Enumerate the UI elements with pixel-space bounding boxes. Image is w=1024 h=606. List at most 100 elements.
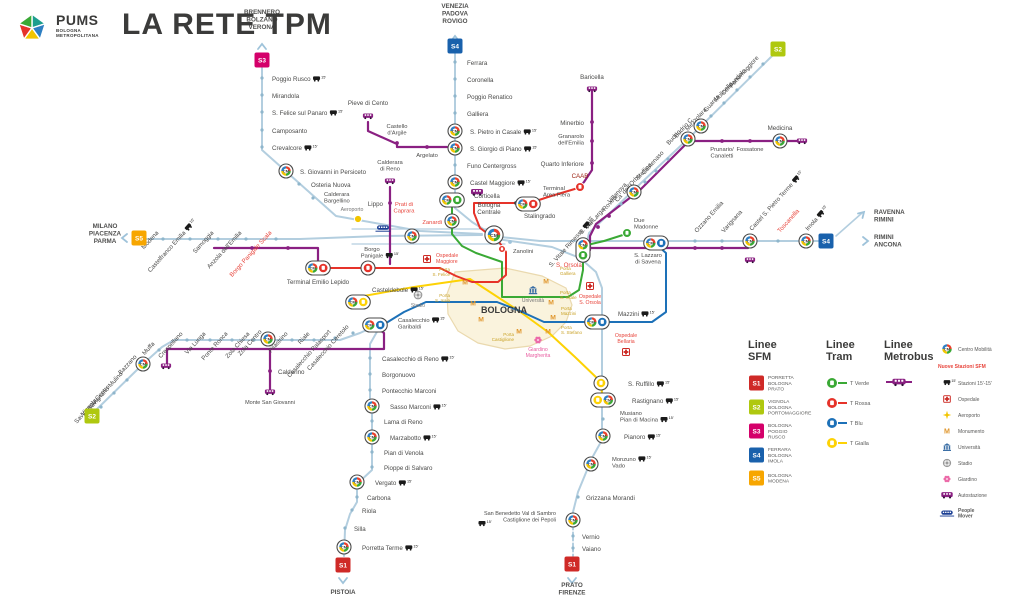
station-label: Madonne	[634, 225, 658, 231]
bus-window	[369, 114, 372, 116]
legend-badge-text: S5	[753, 475, 761, 482]
station-tick	[188, 237, 192, 241]
station-tick	[244, 237, 248, 241]
line-metrobus-southwest	[165, 326, 386, 365]
porta-label: Galliera	[560, 271, 576, 276]
cm-icon-center	[698, 123, 704, 129]
pums-logo-icon	[17, 12, 47, 41]
legend-badge	[749, 375, 764, 391]
legend-metrobus-title: Linee	[884, 339, 913, 351]
pm-body	[941, 510, 953, 515]
station-label: Lama di Reno	[384, 419, 423, 426]
line-stop-dot	[250, 246, 254, 250]
bus-window	[946, 493, 948, 495]
legend-symbol-osp: Ospedale	[943, 395, 980, 403]
sfm-badge-s3: S3	[254, 52, 270, 68]
station-label: Castiglione dei Pepoli	[503, 517, 556, 523]
wheel	[944, 383, 947, 386]
line-tram-gialla	[357, 278, 604, 400]
station-tick	[260, 128, 264, 132]
station-label: Bologna	[478, 202, 501, 209]
station-dot	[590, 120, 594, 124]
direction-arrow-up	[257, 42, 267, 50]
legend-badge	[749, 470, 764, 486]
destination-label: VERONA	[249, 24, 276, 31]
vehicle-body	[816, 210, 824, 217]
bus-window	[591, 87, 593, 89]
station-label: Varignana	[720, 209, 744, 235]
tram-window	[830, 440, 834, 446]
tram-window	[361, 299, 365, 304]
bus-15-icon: 15'	[638, 455, 652, 462]
page-title: LA RETE TPM	[122, 8, 332, 41]
legend-sfm-item-label: PORTOMAGGIORE	[768, 410, 811, 416]
legend-tram-icon	[826, 377, 838, 389]
bus-window	[473, 190, 475, 192]
station-label: Galliera	[467, 111, 489, 118]
bus-window	[479, 190, 481, 192]
cm-icon: CM	[450, 177, 460, 187]
station-pian-di-venola: Pian di Venola	[370, 450, 424, 457]
vehicle-body	[385, 253, 393, 257]
bus-window	[165, 364, 167, 366]
pm-window	[378, 226, 381, 228]
destination-label: ROVIGO	[442, 18, 467, 25]
sfm-badge-s2: S2	[84, 408, 100, 424]
wheel	[330, 113, 333, 116]
poi-label: Aeroporto	[341, 207, 364, 213]
freq-15-label: 15'	[321, 75, 326, 79]
legend-tram-label: T Gialla	[850, 441, 870, 447]
station-tick	[571, 546, 575, 550]
station-grizzana-morandi: Grizzana Morandi	[576, 495, 635, 502]
legend-badge	[749, 423, 764, 439]
column	[532, 289, 534, 293]
bus-15-icon: 15'	[656, 380, 670, 387]
freq-15-label: 15'	[665, 380, 670, 384]
legend-badge-text: S1	[753, 380, 761, 387]
porta-label: Porta	[561, 306, 572, 311]
wheel	[399, 483, 402, 486]
cm-icon-text: CM	[449, 220, 455, 224]
legend-sfm-item-label: POGGIO	[768, 429, 788, 435]
destination-label: MILANO	[93, 223, 118, 230]
station-label: d'Argile	[387, 131, 406, 137]
wheel	[406, 548, 408, 551]
base	[528, 293, 538, 295]
badge-text: S4	[822, 238, 830, 245]
legend-symbol-label: Nuove Stazioni SFM	[938, 364, 986, 370]
cm-icon-text: CM	[631, 191, 637, 195]
station-label: dell'Emilia	[558, 141, 585, 147]
station-label: Corticella	[474, 193, 500, 200]
vehicle-body	[304, 145, 312, 149]
stadio-icon	[942, 458, 952, 468]
poi-label: Monte San Giovanni	[245, 400, 295, 406]
legend-metrobus-title: Metrobus	[884, 351, 934, 363]
cm-icon: CM	[441, 195, 452, 205]
wheel	[308, 148, 311, 151]
station-label: S. Pietro in Casale	[470, 129, 522, 136]
bus-wheel	[162, 367, 165, 370]
station-mirandola: Mirandola	[260, 93, 300, 100]
line-s1-east	[496, 238, 603, 525]
metrobus-icon	[362, 113, 374, 120]
vehicle-body	[517, 180, 525, 184]
freq-15-label: 15'	[487, 520, 492, 524]
badge-text: S3	[258, 57, 266, 64]
destination-label: PARMA	[94, 238, 117, 245]
station-calderino: Calderino	[268, 369, 305, 376]
wheel	[187, 228, 190, 231]
bus-body-group	[796, 138, 808, 145]
freq-15-label: 15'	[532, 145, 537, 149]
train-15-icon: 15'	[792, 170, 803, 183]
legend-sfm-item-label: BOLOGNA	[768, 453, 793, 459]
wheel	[424, 438, 427, 441]
station-lippo: Lippo	[368, 201, 392, 208]
station-tick	[453, 77, 457, 81]
badge-box	[131, 230, 147, 246]
rotated-label-group: Samoggia	[192, 229, 216, 255]
